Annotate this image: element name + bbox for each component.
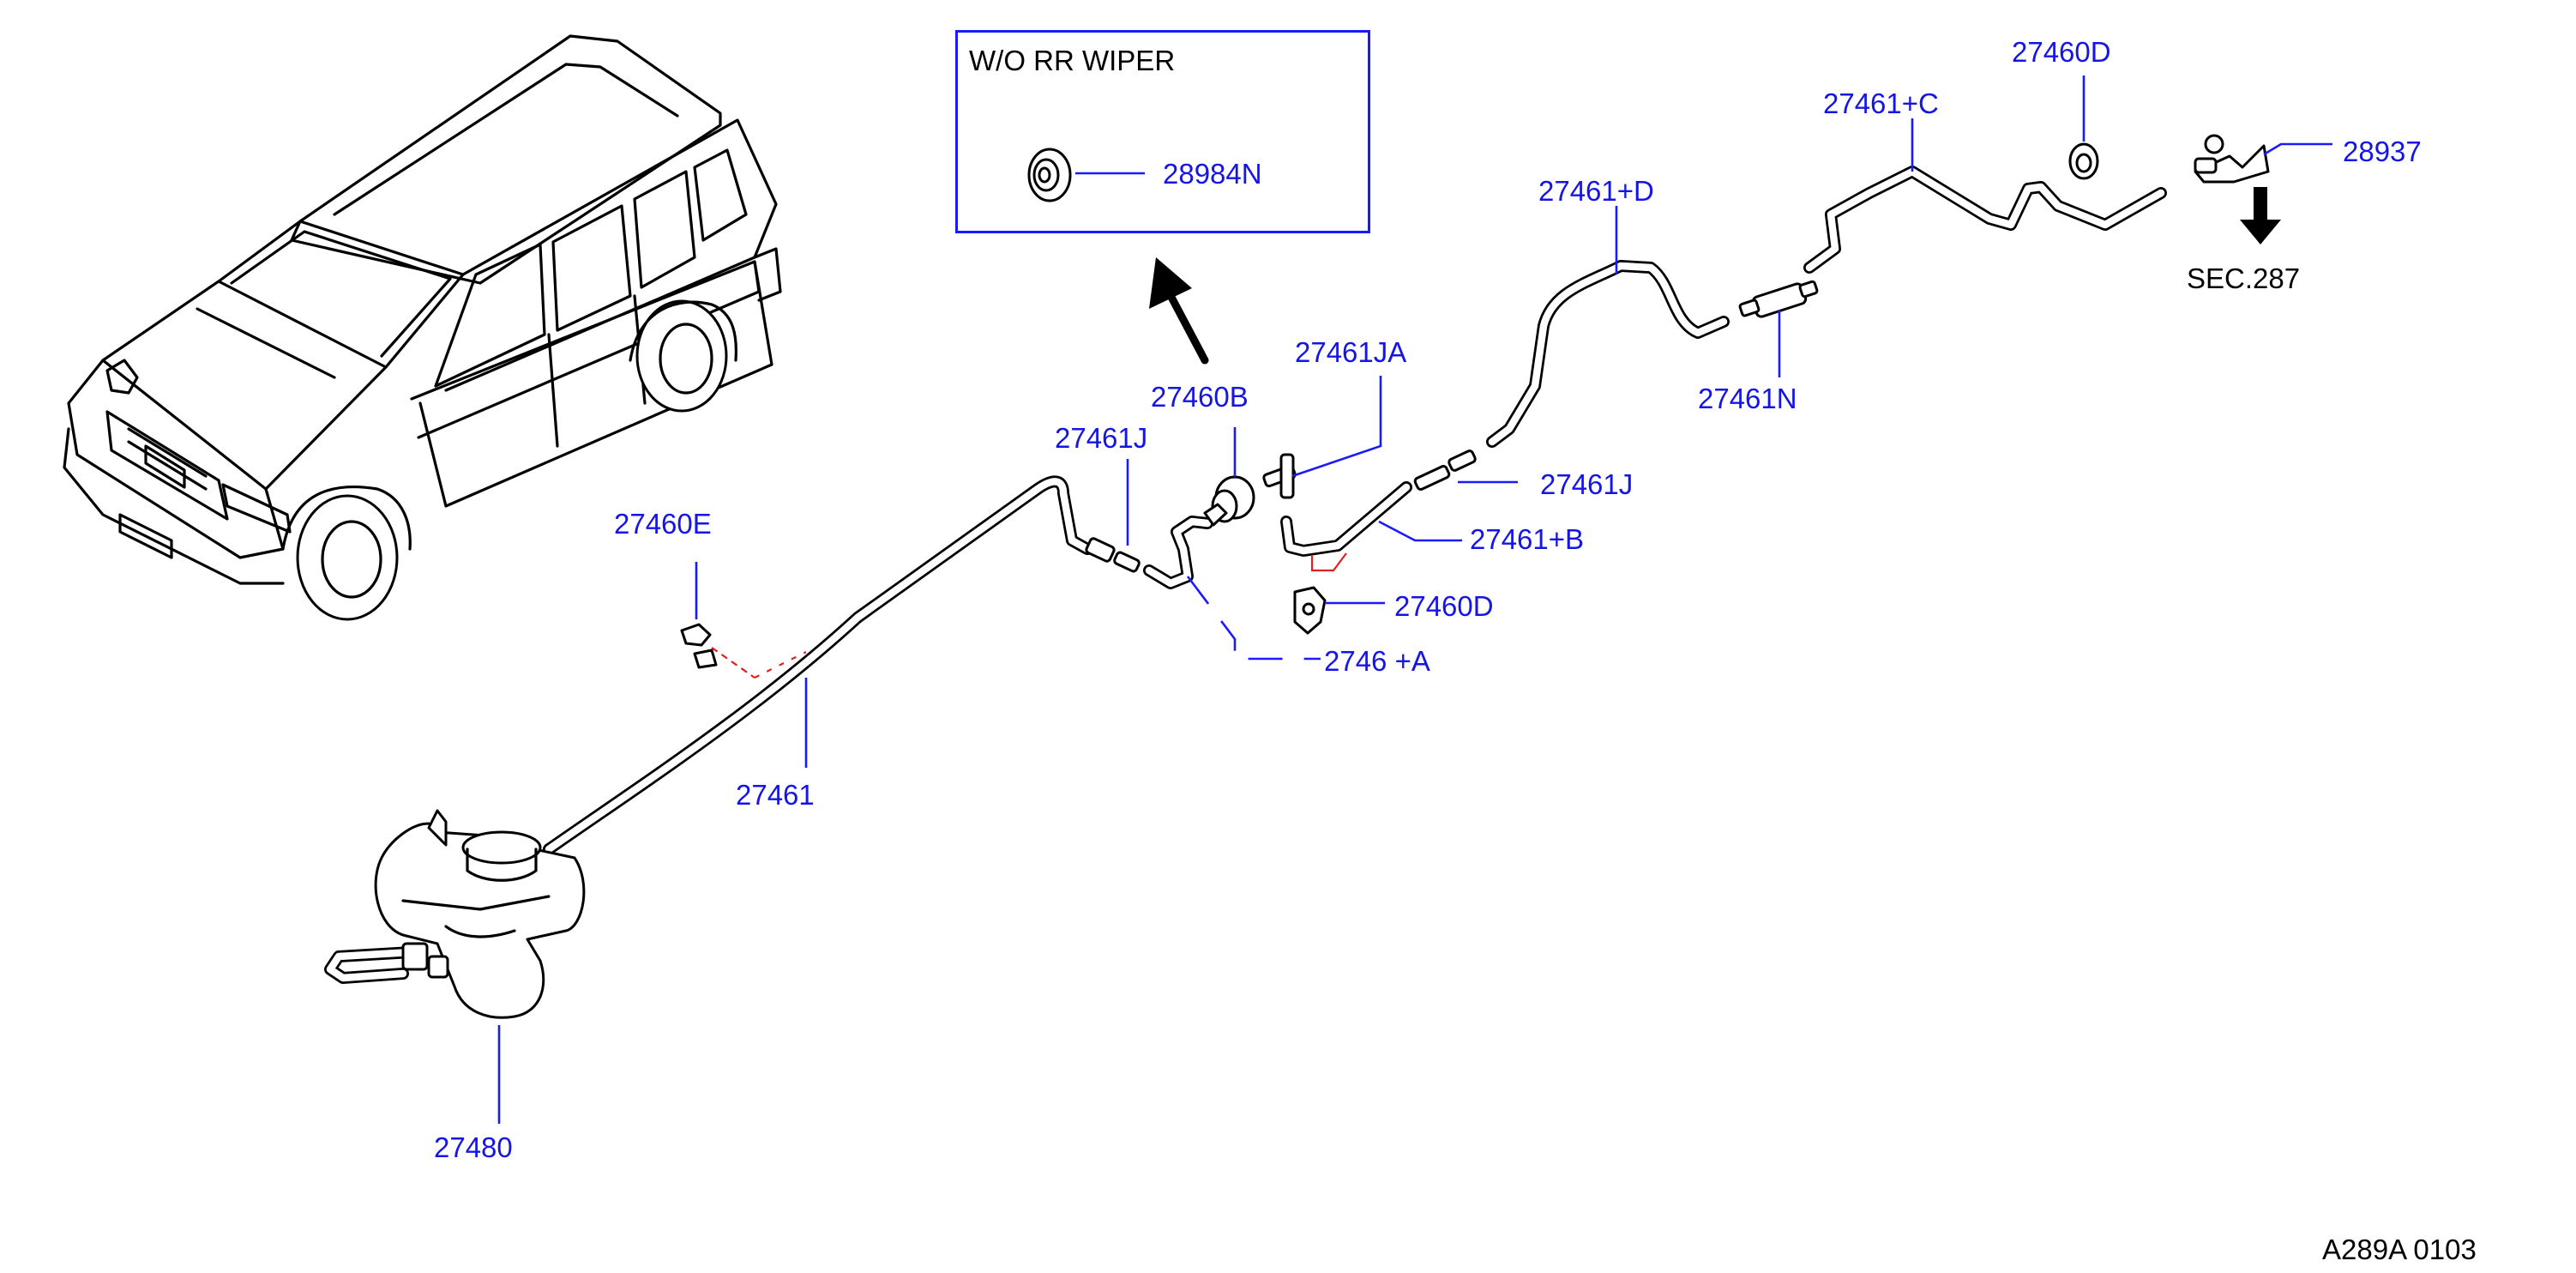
hose-a-leader <box>1186 576 1321 661</box>
connector-j-left <box>1085 459 1141 573</box>
callout-hose-d: 27461+D <box>1538 175 1654 207</box>
washer-tank <box>324 809 586 1124</box>
joint-ja <box>1262 376 1382 499</box>
connector-j-right <box>1413 449 1518 491</box>
callout-hose-b: 27461+B <box>1470 523 1585 555</box>
washer-hose-main <box>543 475 1093 855</box>
vehicle-illustration <box>63 34 782 621</box>
callout-connector-j-right: 27461J <box>1540 468 1634 500</box>
washer-hose-d <box>1486 260 1730 448</box>
hose-main-dash <box>754 651 807 679</box>
footer-code: A289A 0103 <box>2322 1234 2477 1265</box>
check-valve-b <box>1203 427 1255 527</box>
clip-d-lower <box>1293 586 1385 635</box>
callout-joint-ja: 27461JA <box>1295 336 1407 368</box>
hose-b-bracket <box>1310 552 1347 572</box>
grommet-part <box>1027 148 1145 202</box>
callout-clip-e: 27460E <box>614 508 712 540</box>
inset-box <box>955 30 1370 233</box>
inset-title: W/O RR WIPER <box>969 45 1176 76</box>
callout-hose-c: 27461+C <box>1823 87 1939 119</box>
callout-clip-d-lower: 27460D <box>1394 590 1494 622</box>
washer-hose-c <box>1803 166 2167 274</box>
up-arrow-icon <box>1149 257 1209 365</box>
section-reference: SEC.287 <box>2187 262 2301 294</box>
valve-n <box>1738 280 1819 377</box>
callout-valve-n: 27461N <box>1698 383 1797 414</box>
callout-clip-d-upper: 27460D <box>2012 36 2111 68</box>
callout-nozzle: 28937 <box>2343 136 2422 167</box>
washer-hose-a <box>1143 516 1213 589</box>
washer-nozzle <box>2194 134 2332 184</box>
washer-hose-b <box>1280 481 1412 557</box>
callout-washer-tank: 27480 <box>434 1131 513 1163</box>
callout-28984n: 28984N <box>1163 158 1262 190</box>
down-arrow-icon <box>2240 187 2281 244</box>
clip-d-upper <box>2068 75 2099 180</box>
hose-b-leader <box>1378 520 1462 542</box>
callout-connector-j-left: 27461J <box>1055 422 1148 454</box>
callout-check-valve-b: 27460B <box>1151 381 1249 413</box>
clip-e <box>680 562 755 679</box>
callout-hose-main: 27461 <box>736 779 815 811</box>
callout-hose-a: 2746 +A <box>1324 645 1430 677</box>
